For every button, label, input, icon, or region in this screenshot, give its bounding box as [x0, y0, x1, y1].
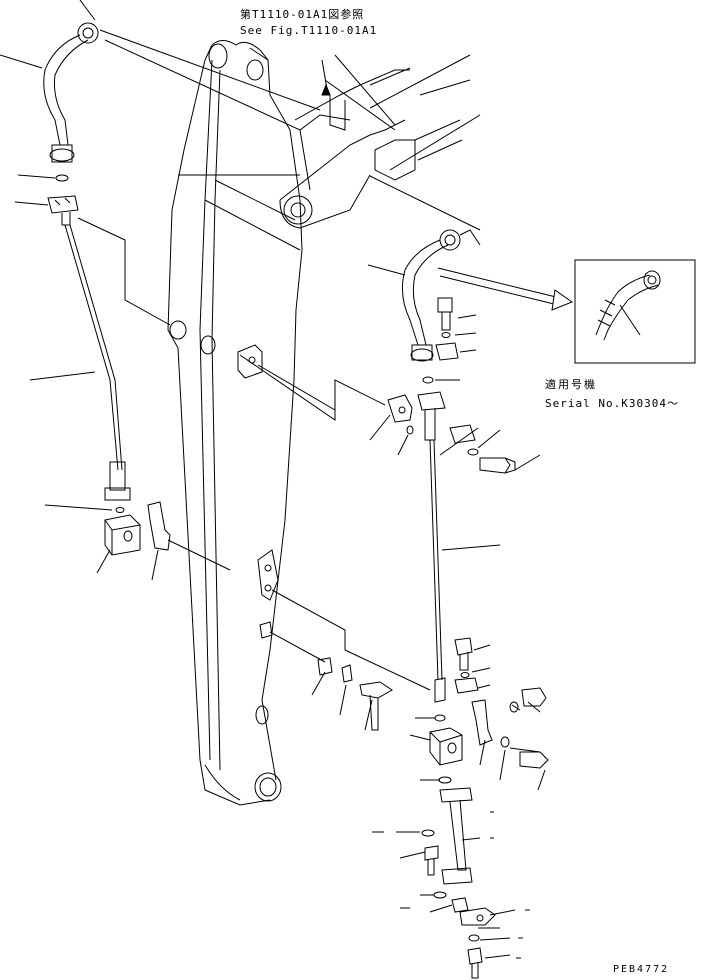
tube-left: [29, 217, 171, 501]
reference-label-jp: 第T1110-01A1図参照: [240, 8, 365, 21]
bolt-upper-right: [422, 297, 477, 384]
boom-cylinder-head: [99, 29, 481, 231]
small-ring-left: [44, 504, 125, 513]
bracket-boom-lower: [257, 549, 431, 731]
reference-label-en: See Fig.T1110-01A1: [240, 24, 378, 37]
hose-upper-right: [367, 229, 481, 362]
lower-fitting: [372, 787, 530, 979]
detail-inset-box: [574, 259, 696, 364]
clamp-upper-right: [239, 354, 414, 456]
o-ring-upper-left: [17, 174, 69, 182]
tube-right-fitting: [417, 391, 446, 441]
elbow-fitting-upper-left: [14, 195, 79, 226]
arrow-to-detail: [437, 267, 574, 311]
serial-label-jp: 適用号機: [545, 378, 597, 391]
clamp-block-right: [409, 637, 549, 791]
tube-right: [429, 439, 501, 681]
bracket-boom-mid: [237, 344, 336, 411]
boom-arm: [167, 40, 303, 806]
bracket-left: [147, 501, 231, 581]
hose-upper-left: [0, 0, 99, 163]
drawing-code: PEB4772: [613, 964, 670, 975]
clamp-block-left: [96, 514, 141, 574]
serial-label-en: Serial No.K30304～: [545, 397, 679, 410]
bolt-right: [439, 424, 541, 474]
